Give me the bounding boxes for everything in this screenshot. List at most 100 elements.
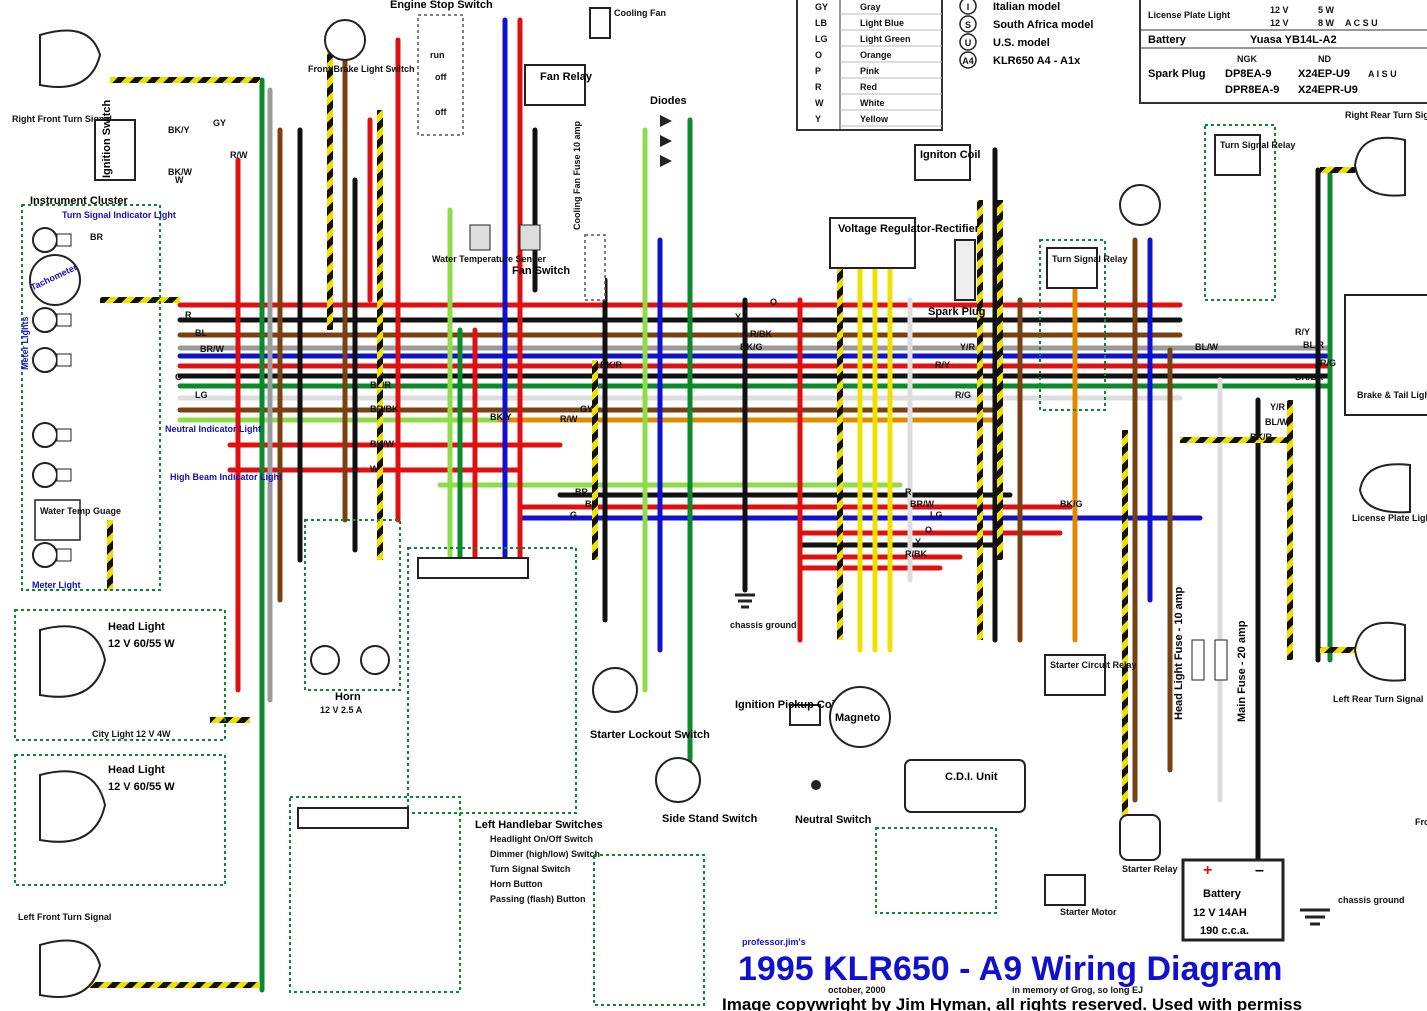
spec-ngk2: DPR8EA-9 [1225, 84, 1279, 96]
head-light-2-spec: 12 V 60/55 W [108, 781, 175, 793]
license-plate-light: License Plate Light [1352, 463, 1427, 523]
wire-label: BL [195, 328, 207, 338]
meter-lights-label: Meter Lights [20, 316, 30, 370]
side-stand-label: Side Stand Switch [662, 813, 758, 825]
neutral-switch-label: Neutral Switch [795, 814, 872, 826]
legend-code: Y [815, 114, 821, 124]
legend-color-name: Yellow [860, 114, 889, 124]
fro-label: Fro [1415, 817, 1427, 827]
turn-signal-relay: Turn Signal Relay [1039, 239, 1127, 411]
battery-spec: 12 V 14AH [1193, 907, 1247, 919]
starter-lockout-switch: Starter Lockout Switch [590, 667, 710, 741]
legend-color-name: Red [860, 82, 877, 92]
horn-spec: 12 V 2.5 A [320, 705, 363, 715]
wire-label: BK/W [370, 439, 394, 449]
legend-color-name: Pink [860, 66, 880, 76]
wire-label: Y [735, 312, 741, 322]
head-light-1: Head Light 12 V 60/55 W City Light 12 V … [14, 609, 226, 741]
wire-label: O [770, 297, 777, 307]
indicator-bulb [32, 422, 58, 448]
starter-motor: Starter Motor [1044, 874, 1117, 917]
title-block: professor.jim's 1995 KLR650 - A9 Wiring … [722, 937, 1302, 1011]
model-name: KLR650 A4 - A1x [993, 55, 1081, 67]
left-handlebar-switches-i [593, 854, 705, 1006]
wire-label: BL/W [1195, 342, 1218, 352]
wire-label: BL/R [1303, 340, 1324, 350]
diodes-label: Diodes [650, 95, 687, 107]
bulb-socket [56, 548, 72, 562]
ignition-coil-label: Igniton Coil [920, 149, 980, 161]
legend-color-name: Light Blue [860, 18, 904, 28]
spec-license-label: License Plate Light [1148, 10, 1230, 20]
left-handlebar-switches-cu [289, 796, 461, 993]
starter-circuit-relay-label: Starter Circuit Relay [1050, 660, 1137, 670]
turn-signal-relay-g: Turn Signal Relay [1204, 124, 1295, 301]
left-handlebar-label: Left Handlebar Switches [475, 819, 603, 831]
wire-label: BR/BK [370, 404, 399, 414]
battery-label: Battery [1203, 888, 1242, 900]
wire-label: R/BK [905, 549, 927, 559]
spec-nd1: X24EP-U9 [1298, 68, 1350, 80]
magneto: Magneto [829, 686, 891, 748]
indicator-bulb [32, 227, 58, 253]
wire-label: BR/W [910, 499, 934, 509]
indicator-bulb [32, 307, 58, 333]
wire-label: Y/R [1270, 402, 1286, 412]
spec-battery-value: Yuasa YB14L-A2 [1250, 34, 1337, 46]
spec-table: License Plate Light 12 V 5 W 12 V 8 W A … [1139, 0, 1427, 104]
sw5-label: Turn Signal Switch [490, 864, 570, 874]
fan-switch-label: Fan Switch [512, 265, 570, 277]
left-rear-turn-label: Left Rear Turn Signal [1333, 694, 1423, 704]
memory-note: in memory of Grog, so long EJ [1012, 985, 1143, 995]
high-beam-label: High Beam Indicator Light [170, 472, 282, 482]
right-front-turn-label: Right Front Turn Signal [12, 114, 112, 124]
ignition-switch: Ignition Switch [94, 100, 136, 181]
diodes: Diodes [650, 95, 687, 167]
water-temp-sender-label: Water Temperature Sender [432, 254, 547, 264]
legend-code: O [815, 50, 822, 60]
svg-text:–: – [1255, 862, 1264, 879]
water-temp-gauge-label: Water Temp Guage [40, 506, 121, 516]
wire-label: O [925, 525, 932, 535]
spec-license-w2: 8 W [1318, 18, 1335, 28]
chassis-ground-2-label: chassis ground [1338, 895, 1405, 905]
spec-license-models: A C S U [1345, 18, 1378, 28]
wire-label: BL/R [370, 380, 391, 390]
fan-relay: Fan Relay [524, 64, 593, 106]
spark-plug: Spark Plug [928, 239, 985, 318]
brake-tail-label: Brake & Tail Light [1357, 390, 1427, 400]
model-symbol: U [965, 38, 972, 48]
model-symbol-circle [959, 33, 977, 51]
spec-nd: ND [1318, 54, 1331, 64]
wire-label: R/W [560, 414, 578, 424]
wire-label: BK/R [600, 360, 622, 370]
indicator-bulb [32, 347, 58, 373]
head-light-2-label: Head Light [108, 764, 165, 776]
spec-license-v1: 12 V [1270, 5, 1289, 15]
head-light-1-label: Head Light [108, 621, 165, 633]
instrument-cluster-label: Instrument Cluster [30, 195, 129, 207]
turn-signal-relay-label: Turn Signal Relay [1052, 254, 1127, 264]
wire-label: BR [575, 487, 588, 497]
legend-code: W [815, 98, 824, 108]
cooling-fan-fuse: Cooling Fan Fuse 10 amp [572, 120, 606, 301]
legend-color-name: White [860, 98, 885, 108]
wire-label: W [175, 175, 184, 185]
wire-label: BK/W [168, 167, 192, 177]
run-label: run [430, 50, 445, 60]
starter-lockout-label: Starter Lockout Switch [590, 729, 710, 741]
voltage-regulator-label: Voltage Regulator-Rectifier [838, 223, 980, 235]
starter-circuit-relay: Starter Circuit Relay [1044, 654, 1137, 696]
model-symbol: A4 [962, 56, 974, 66]
bulb-socket [56, 313, 72, 327]
battery-cca: 190 c.c.a. [1200, 925, 1249, 937]
a4-box [875, 827, 997, 914]
engine-stop-switch: Engine Stop Switch run off off [390, 0, 493, 136]
left-front-turn-label: Left Front Turn Signal [18, 912, 111, 922]
date-note: october, 2000 [828, 985, 886, 995]
front-brake-label: Front Brake Light Switch [308, 64, 415, 74]
license-plate-label: License Plate Light [1352, 513, 1427, 523]
